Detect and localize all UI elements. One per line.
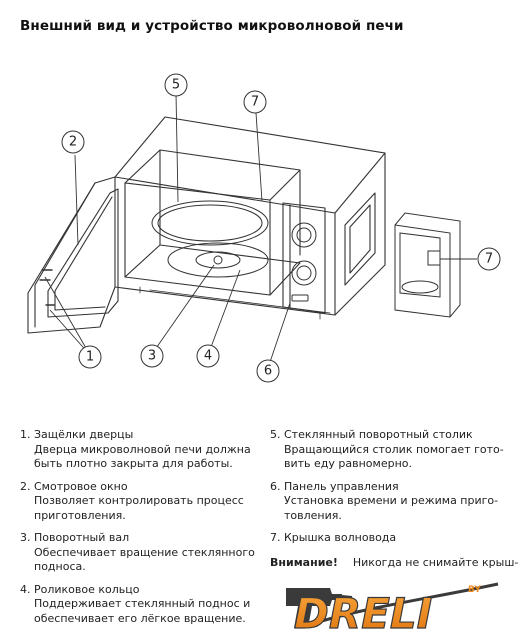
item-number: 7. (270, 531, 281, 544)
cavity-opening (124, 182, 271, 296)
item-name: Панель управления (284, 479, 399, 493)
knob-power (291, 260, 317, 286)
shaft (213, 255, 223, 265)
item-desc-line: приготовления. (34, 508, 126, 522)
item-desc-line: Дверца микроволновой печи должна (34, 442, 251, 456)
control-panel (282, 202, 326, 314)
item-number: 4. (20, 582, 31, 596)
callout-4: 4 (204, 349, 212, 364)
waveguide-cover (427, 250, 441, 266)
item-desc-line: обеспечивает его лёгкое вращение. (34, 611, 246, 625)
parts-list-right: 5.Стеклянный поворотный столик Вращающий… (270, 428, 520, 570)
item-name: Поворотный вал (34, 531, 130, 544)
warning-text: Никогда не снимайте крыш- (352, 555, 519, 569)
callout-7-side: 7 (485, 252, 493, 267)
list-item: 4.Роликовое кольцо Поддерживает стеклянн… (20, 583, 260, 627)
item-name: Смотровое окно (34, 479, 128, 493)
callout-7: 7 (251, 95, 259, 110)
item-name: Защёлки дверцы (34, 428, 134, 441)
roller-ring (167, 242, 269, 278)
item-desc-line: вить еду равномерно. (284, 457, 412, 470)
body-front (114, 176, 336, 316)
body-side (334, 152, 386, 316)
list-item: 7.Крышка волновода (270, 531, 520, 546)
item-desc-line: Поддерживает стеклянный поднос и (34, 597, 251, 610)
item-number: 5. (270, 428, 281, 441)
knob-timer (291, 222, 317, 248)
list-item: 3.Поворотный вал Обеспечивает вращение с… (20, 531, 260, 575)
item-name: Крышка волновода (284, 531, 397, 544)
list-item: 1.Защёлки дверцы Дверца микроволновой пе… (20, 428, 260, 472)
door (27, 176, 116, 334)
dreli-logo: DRELI BY (286, 582, 499, 636)
item-desc-line: Установка времени и режима приго- (284, 494, 499, 507)
callout-6: 6 (264, 364, 272, 379)
item-desc-line: подноса. (34, 560, 86, 573)
list-item: 2.Смотровое окно Позволяет контролироват… (20, 480, 260, 524)
item-desc-line: товления. (284, 508, 342, 522)
parts-list-left: 1.Защёлки дверцы Дверца микроволновой пе… (20, 428, 260, 634)
callout-1: 1 (86, 350, 94, 365)
microwave-diagram: 1 2 3 4 5 6 7 7 (27, 73, 501, 383)
drill-icon (286, 588, 353, 628)
list-item: 5.Стеклянный поворотный столик Вращающий… (270, 428, 520, 472)
body-top (114, 116, 386, 214)
item-desc-line: Вращающийся столик помогает гото- (284, 442, 504, 456)
page-title: Внешний вид и устройство микроволновой п… (20, 18, 404, 34)
warning-note: Внимание! Никогда не снимайте крыш- (270, 556, 520, 571)
item-number: 2. (20, 479, 31, 493)
item-desc-line: Обеспечивает вращение стеклянного (34, 545, 255, 559)
door-window (47, 188, 119, 318)
item-number: 3. (20, 531, 31, 544)
side-view (394, 212, 461, 318)
item-desc-line: Позволяет контролировать процесс (34, 494, 244, 507)
callout-2: 2 (69, 135, 77, 150)
item-name: Роликовое кольцо (34, 582, 140, 596)
callout-5: 5 (172, 78, 180, 93)
item-number: 1. (20, 428, 31, 441)
item-name: Стеклянный поворотный столик (284, 428, 473, 441)
callout-3: 3 (148, 349, 156, 364)
item-number: 6. (270, 479, 281, 493)
glass-turntable (151, 200, 269, 246)
warning-label: Внимание! (270, 555, 338, 569)
item-desc-line: быть плотно закрыта для работы. (34, 457, 233, 470)
logo-text: DRELI (294, 589, 432, 636)
logo-superscript: BY (468, 585, 481, 595)
list-item: 6.Панель управления Установка времени и … (270, 480, 520, 524)
